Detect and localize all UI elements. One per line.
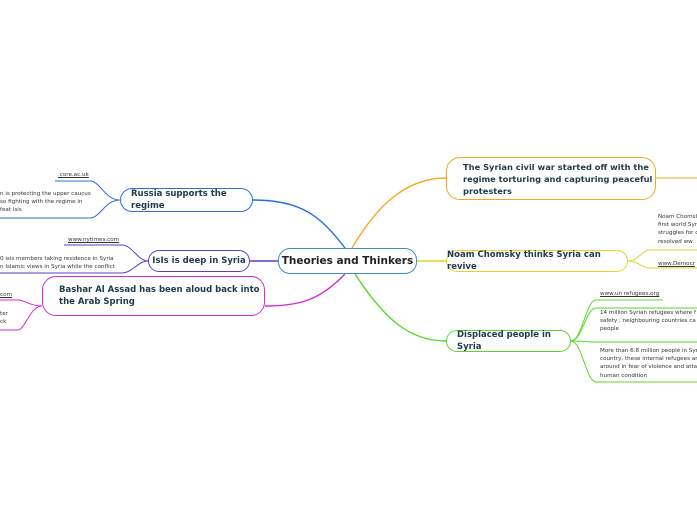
russia-note: n is protecting the upper caucus so figh… <box>0 191 91 214</box>
isis-note: 0 isis members taking residence in Syria… <box>0 256 115 271</box>
topic-label: IsIs is deep in Syria <box>152 256 246 266</box>
topic-label-line: Bashar Al Assad has been aloud back into <box>59 285 260 295</box>
source-link-core[interactable]: .core.ac.uk <box>58 172 89 178</box>
source-link-democracy[interactable]: www.Democr <box>658 261 695 267</box>
source-link-nytimes[interactable]: www.nytimes.com <box>68 237 120 243</box>
bashar-note: ter ck <box>0 311 8 326</box>
central-topic-label: Theories and Thinkers <box>281 255 414 267</box>
topic-syrian-civil-war[interactable]: The Syrian civil war started off with th… <box>446 157 656 200</box>
topic-bashar-al-assad[interactable]: Bashar Al Assad has been aloud back into… <box>42 276 265 316</box>
source-link-bashar[interactable]: com <box>0 292 12 298</box>
source-link-unrefugees[interactable]: www.un refugees.org <box>600 291 660 297</box>
internal-refugees-note: More than 6.8 million people in Syr coun… <box>600 348 697 379</box>
topic-label: Noam Chomsky thinks Syria can revive <box>447 250 601 272</box>
topic-label-line: the Arab Spring <box>59 297 135 307</box>
chomsky-note: Noam Chomsl first world Syr struggles fo… <box>658 214 697 245</box>
topic-label: Russia supports the regime <box>131 189 227 211</box>
refugees-note: 14 million Syrian refugees where f safet… <box>600 310 696 333</box>
topic-displaced-people[interactable]: Displaced people in Syria <box>446 330 571 352</box>
topic-noam-chomsky[interactable]: Noam Chomsky thinks Syria can revive <box>446 250 628 272</box>
topic-label-line: protesters <box>463 185 512 196</box>
topic-label-line: regime torturing and capturing peaceful <box>463 173 653 184</box>
topic-isis-deep-in-syria[interactable]: IsIs is deep in Syria <box>148 250 250 272</box>
topic-label-line: The Syrian civil war started off with th… <box>463 161 649 172</box>
topic-label: Displaced people in Syria <box>457 330 551 352</box>
topic-russia-supports-regime[interactable]: Russia supports the regime <box>120 188 253 212</box>
central-topic[interactable]: Theories and Thinkers <box>278 248 417 274</box>
